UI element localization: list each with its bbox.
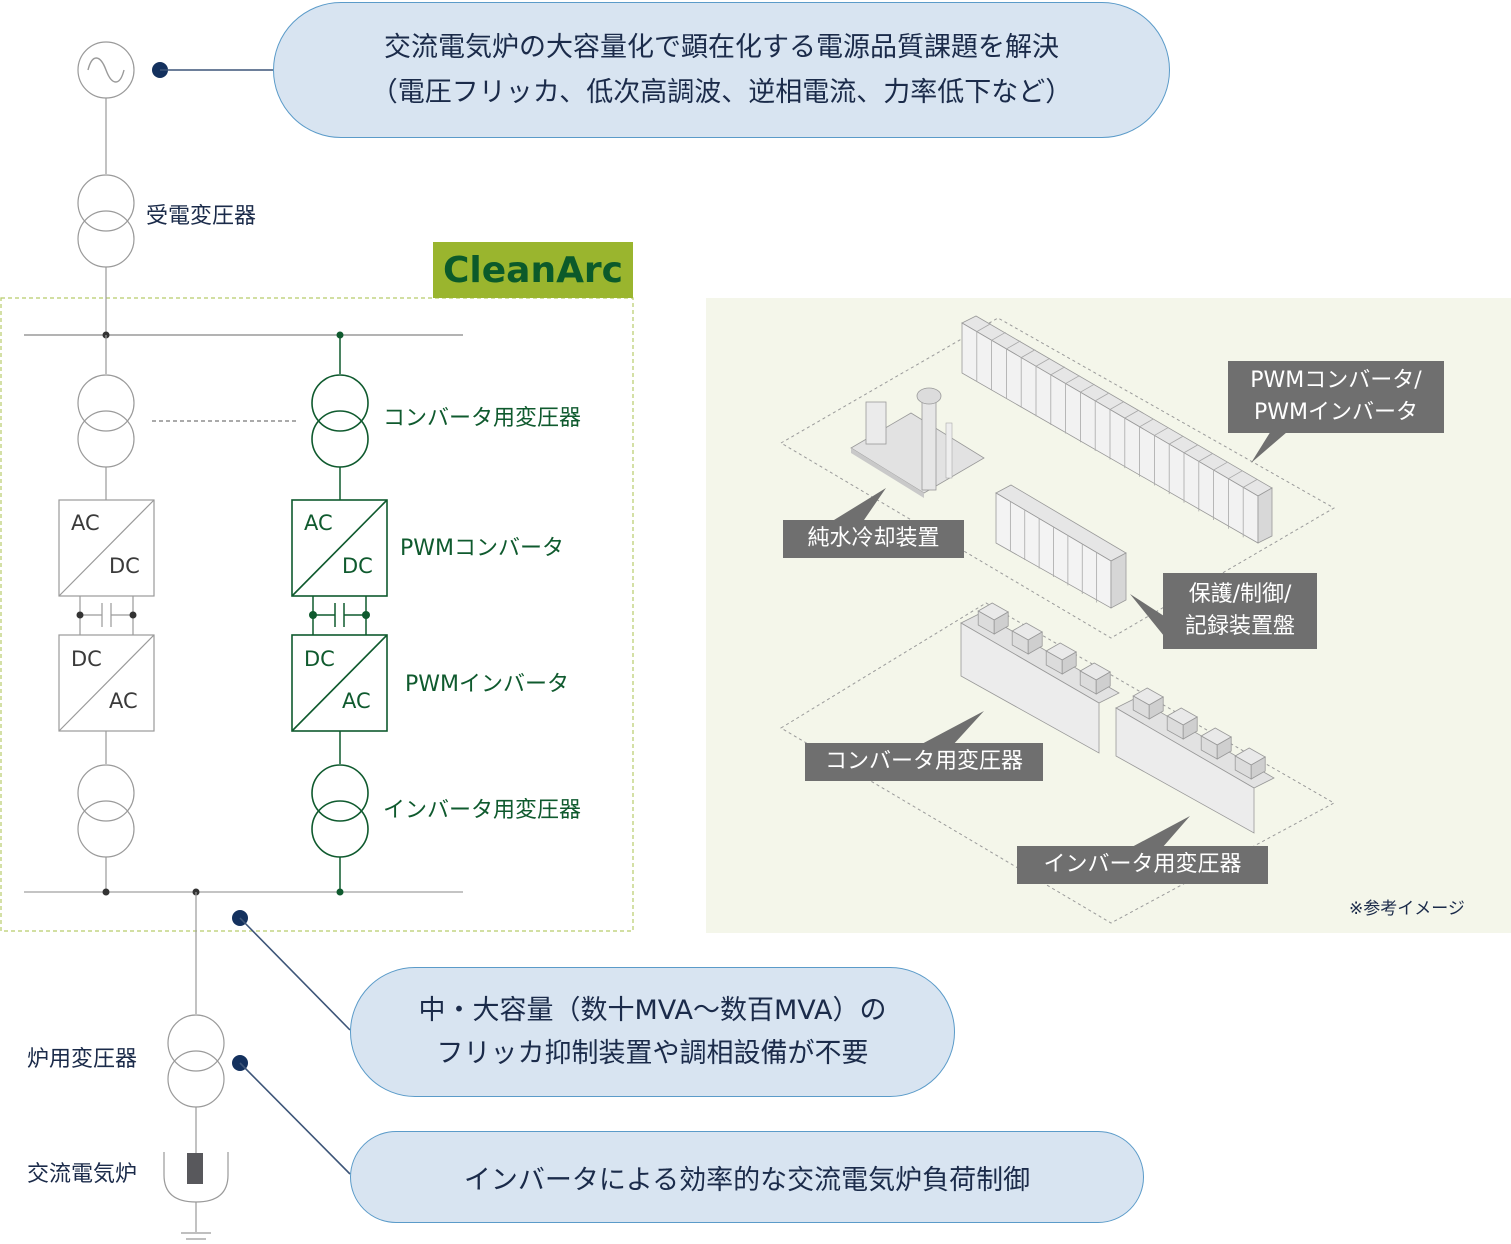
callout-no-flicker-equipment-line2: フリッカ抑制装置や調相設備が不要	[436, 1038, 869, 1069]
callout-furnace-load-control-line1: インバータによる効率的な交流電気炉負荷制御	[463, 1164, 1031, 1196]
block-label-dc: DC	[109, 554, 140, 578]
block-label-ac: AC	[304, 511, 333, 535]
reference-image-panel: PWMコンバータ/ PWMインバータ 純水冷却装置 保護/制御/ 記録装置盤 コ…	[706, 298, 1511, 933]
transformer-unit-icon	[977, 602, 1010, 635]
callout-power-quality: 交流電気炉の大容量化で顕在化する電源品質課題を解決 （電圧フリッカ、低次高調波、…	[273, 2, 1170, 138]
floor-outline-upper	[780, 317, 1336, 639]
tag-pointer	[834, 488, 886, 520]
callout-no-flicker-equipment-line1: 中・大容量（数十MVA〜数百MVA）の	[418, 995, 887, 1026]
transformer-unit-icon	[1234, 747, 1267, 780]
tag-text: PWMコンバータ/	[1250, 368, 1422, 393]
label-inverter-transformer: インバータ用変圧器	[383, 798, 582, 823]
pwm-converter-icon	[291, 499, 388, 597]
callout-power-quality-line2: （電圧フリッカ、低次高調波、逆相電流、力率低下など）	[370, 77, 1073, 108]
label-receiving-transformer: 受電変圧器	[146, 204, 257, 229]
tag-pointer	[918, 711, 984, 746]
transformer-unit-icon	[1166, 707, 1199, 740]
transformer-unit-icon	[1045, 642, 1078, 675]
callout-leader-top	[152, 62, 273, 78]
tag-text: 保護/制御/	[1188, 582, 1292, 607]
transformer-unit-icon	[1011, 622, 1044, 655]
inverter-transformer-icon	[311, 764, 369, 858]
transformer-unit-icon	[1132, 687, 1165, 720]
block-label-ac: AC	[342, 689, 371, 713]
tag-inverter-transformer: インバータ用変圧器	[1017, 846, 1268, 884]
tag-text: PWMインバータ	[1253, 400, 1418, 425]
transformer-unit-icon	[1200, 727, 1233, 760]
callout-furnace-load-control: インバータによる効率的な交流電気炉負荷制御	[350, 1131, 1144, 1223]
callout-leader-bottom	[232, 1055, 351, 1175]
tag-text: 記録装置盤	[1184, 614, 1295, 639]
transformer-unit-icon	[1079, 662, 1112, 695]
block-label-ac: AC	[109, 689, 138, 713]
dc-capacitor-icon	[76, 596, 137, 635]
block-label-ac: AC	[71, 511, 100, 535]
water-cooling-unit-icon	[850, 387, 985, 498]
furnace-icon	[163, 1152, 229, 1203]
label-converter-transformer: コンバータ用変圧器	[383, 406, 582, 431]
converter-block-icon	[58, 499, 155, 597]
tag-converter-transformer: コンバータ用変圧器	[805, 743, 1043, 781]
equipment-illustration	[780, 315, 1336, 924]
callout-no-flicker-equipment: 中・大容量（数十MVA〜数百MVA）の フリッカ抑制装置や調相設備が不要	[350, 967, 955, 1097]
inverter-block-icon	[58, 634, 155, 732]
tag-pointer	[1130, 816, 1190, 848]
tag-protection-control-panel: 保護/制御/ 記録装置盤	[1163, 573, 1317, 649]
cleanarc-boundary	[0, 297, 634, 932]
pwm-cabinet-row-icon	[961, 315, 1273, 544]
transformer-icon	[77, 764, 135, 858]
pwm-inverter-icon	[291, 634, 388, 732]
tag-pwm-converter-inverter: PWMコンバータ/ PWMインバータ	[1228, 361, 1444, 433]
converter-transformer-row-icon	[960, 602, 1120, 754]
converter-transformer-icon	[311, 374, 369, 468]
tag-text: 純水冷却装置	[807, 526, 940, 551]
label-furnace-transformer: 炉用変圧器	[27, 1047, 138, 1072]
tag-text: インバータ用変圧器	[1043, 852, 1242, 877]
tag-pointer	[1251, 426, 1294, 463]
label-ac-furnace: 交流電気炉	[27, 1162, 138, 1187]
label-pwm-inverter: PWMインバータ	[405, 672, 570, 697]
ground-icon	[181, 1232, 211, 1240]
block-label-dc: DC	[342, 554, 373, 578]
reference-image-note: ※参考イメージ	[1349, 899, 1465, 919]
floor-outline-lower	[780, 602, 1336, 924]
furnace-transformer-icon	[167, 1014, 225, 1108]
dc-capacitor-icon	[309, 596, 370, 635]
tag-pointer	[1130, 594, 1164, 636]
callout-power-quality-line1: 交流電気炉の大容量化で顕在化する電源品質課題を解決	[384, 32, 1059, 63]
inverter-transformer-row-icon	[1115, 687, 1275, 834]
block-label-dc: DC	[304, 647, 335, 671]
receiving-transformer-icon	[77, 174, 135, 268]
tag-water-cooling: 純水冷却装置	[783, 520, 964, 558]
brand-logo-cleanarc: CleanArc	[433, 242, 633, 298]
label-pwm-converter: PWMコンバータ	[400, 536, 565, 561]
block-label-dc: DC	[71, 647, 102, 671]
callout-leader-middle	[232, 910, 351, 1031]
protection-control-panel-icon	[995, 484, 1127, 609]
ac-source-icon	[77, 41, 135, 99]
tag-text: コンバータ用変圧器	[824, 749, 1023, 774]
transformer-icon	[77, 374, 135, 468]
